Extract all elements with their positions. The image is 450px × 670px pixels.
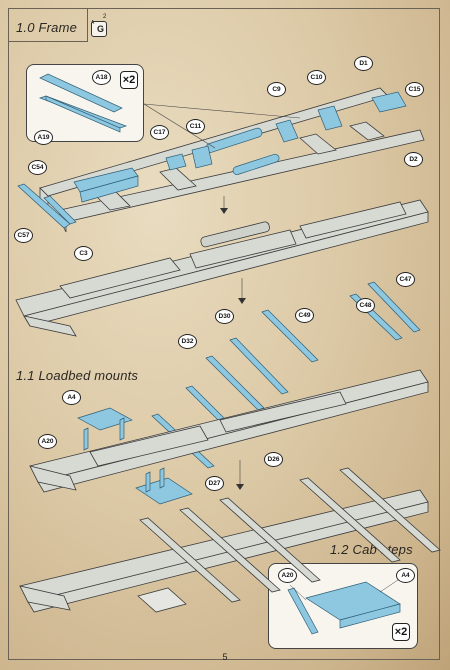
part-label-c57: C57 [14, 228, 33, 243]
page-number: 5 [222, 652, 228, 662]
frame-assembled-loadbed [29, 369, 429, 493]
heading-frame: 1.0 Frame [16, 20, 78, 35]
part-label-c15: C15 [405, 82, 424, 97]
frame-blue-parts [17, 91, 407, 229]
frame-assembled-cab [19, 467, 441, 613]
part-label-c9: C9 [267, 82, 286, 97]
part-label-d27: D27 [205, 476, 224, 491]
section-header-box [8, 8, 88, 42]
part-label-c54: C54 [28, 160, 47, 175]
part-label-c17: C17 [150, 125, 169, 140]
part-label-c3: C3 [74, 246, 93, 261]
part-label-d30: D30 [215, 309, 234, 324]
part-label-c11: C11 [186, 119, 205, 134]
leader-lines [143, 103, 301, 486]
part-label-a20-loadbed: A20 [38, 434, 57, 449]
heading-loadbed-mounts: 1.1 Loadbed mounts [16, 368, 139, 383]
part-label-a18: A18 [92, 70, 111, 85]
part-label-d26: D26 [264, 452, 283, 467]
part-label-a19: A19 [34, 130, 53, 145]
part-label-a4-loadbed: A4 [62, 390, 81, 405]
arrows [220, 208, 246, 490]
part-label-c10: C10 [307, 70, 326, 85]
part-label-c48: C48 [356, 298, 375, 313]
cab-leader-lines [289, 579, 399, 601]
part-label-d1: D1 [354, 56, 373, 71]
inset-rails [38, 73, 128, 133]
multiplier-badge-frame: ×2 [120, 71, 138, 89]
part-label-c47: C47 [396, 272, 415, 287]
paint-code-badge: A 2 G [91, 14, 107, 37]
inset-cab-step-parts [287, 581, 401, 635]
page-border [8, 8, 440, 660]
part-label-a20-cab: A20 [278, 568, 297, 583]
part-label-a4-cab: A4 [396, 568, 415, 583]
part-label-c49: C49 [295, 308, 314, 323]
multiplier-badge-cab: ×2 [392, 623, 410, 641]
frame-assembled-mid [15, 199, 429, 337]
part-label-d32: D32 [178, 334, 197, 349]
part-label-d2: D2 [404, 152, 423, 167]
